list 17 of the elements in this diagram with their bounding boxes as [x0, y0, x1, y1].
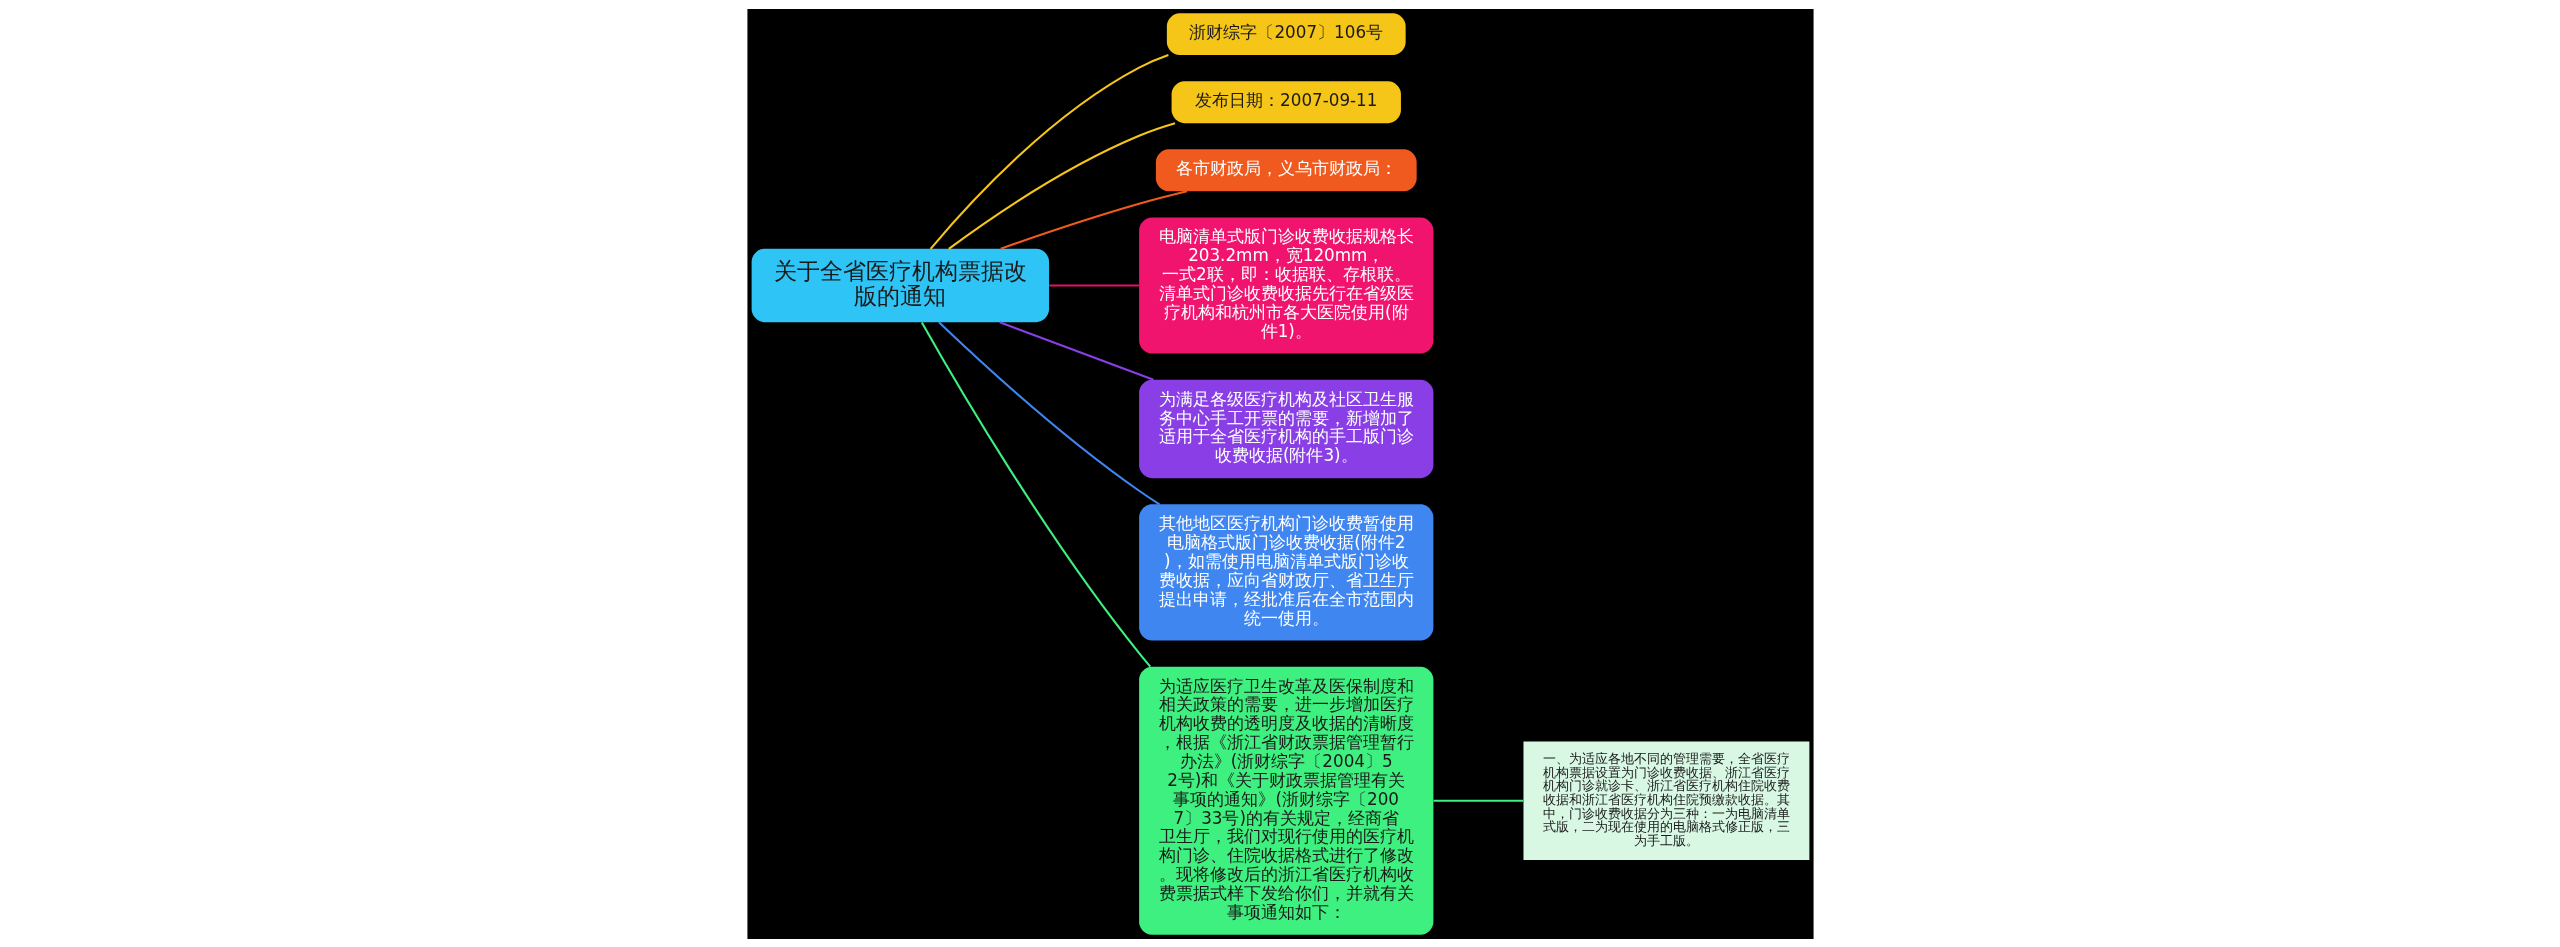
node-box: 为适应医疗卫生改革及医保制度和相关政策的需要，进一步增加医疗机构收费的透明度及收据的清晰度，根据《浙江省财政票据管理暂行办法》(浙财综字〔2004〕52号)和《关于财政票据管理有关事项的通知》(浙财综字〔2007〕33号)的有关规定，经商省卫生厅，我们对现行使用的医疗机构门诊、住院收据格式进行了修改。现将修改后的浙江省医疗机构收费票据式样下发给你们，并就有关事项通知如下：	[1138, 666, 1433, 935]
connector	[999, 189, 1187, 250]
node-box: 其他地区医疗机构门诊收费暂使用电脑格式版门诊收费收据(附件2)，如需使用电脑清单式版门诊收费收据，应向省财政厅、省卫生厅提出申请，经批准后在全市范围内统一使用。	[1138, 503, 1433, 640]
node-box: 发布日期：2007-09-11	[1171, 80, 1401, 123]
node-box: 一、为适应各地不同的管理需要，全省医疗机构票据设置为门诊收费收据、浙江省医疗机构门诊就诊卡、浙江省医疗机构住院收费收据和浙江省医疗机构住院预缴款收据。其中，门诊收费收据分为三种：一为电脑清单式版，二为现在使用的电脑格式修正版，三为手工版。	[1522, 741, 1809, 860]
node-box: 各市财政局，义乌市财政局：	[1155, 148, 1417, 191]
connector	[947, 121, 1175, 250]
node-box: 为满足各级医疗机构及社区卫生服务中心手工开票的需要，新增加了适用于全省医疗机构的手工版门诊收费收据(附件3)。	[1138, 379, 1433, 478]
connector	[1433, 799, 1523, 802]
node-box: 浙财综字〔2007〕106号	[1166, 12, 1406, 55]
node-box: 关于全省医疗机构票据改版的通知	[751, 248, 1049, 322]
connector	[920, 321, 1151, 667]
connector	[937, 320, 1160, 505]
connector	[929, 53, 1169, 249]
connector	[1048, 283, 1139, 287]
connector	[998, 320, 1154, 381]
node-box: 电脑清单式版门诊收费收据规格长203.2mm，宽120mm，一式2联，即：收据联、存根联。清单式门诊收费收据先行在省级医疗机构和杭州市各大医院使用(附件1)。	[1138, 216, 1433, 354]
